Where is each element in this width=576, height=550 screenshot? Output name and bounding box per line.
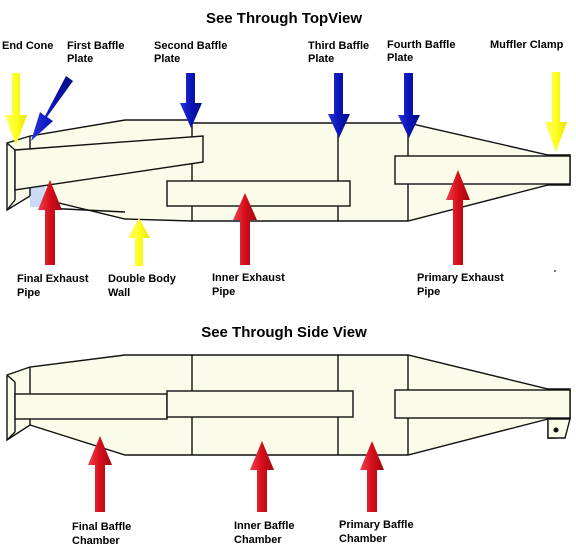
label-primary-chamber-1: Primary Baffle — [339, 519, 414, 531]
side-view-title: See Through Side View — [201, 324, 367, 341]
label-final-chamber-1: Final Baffle — [72, 521, 131, 533]
label-final-exhaust-1: Final Exhaust — [17, 273, 89, 285]
side-inner-exhaust-pipe — [166, 390, 354, 418]
label-fourth-baffle-2: Plate — [387, 52, 413, 64]
label-final-exhaust-2: Pipe — [17, 287, 40, 299]
top-view-title: See Through TopView — [206, 10, 362, 27]
first-baffle-arrow-icon — [31, 76, 73, 141]
label-first-baffle-1: First Baffle — [67, 40, 124, 52]
label-muffler-clamp: Muffler Clamp — [490, 39, 564, 51]
label-third-baffle-2: Plate — [308, 53, 334, 65]
third-baffle-arrow-icon — [328, 73, 350, 138]
top-inner-exhaust-pipe — [166, 180, 351, 207]
label-end-cone: End Cone — [2, 40, 53, 52]
side-view-muffler-body — [6, 354, 571, 456]
label-inner-exhaust-2: Pipe — [212, 286, 235, 298]
side-primary-exhaust-pipe — [394, 389, 571, 419]
label-fourth-baffle-1: Fourth Baffle — [387, 39, 455, 51]
label-double-body-1: Double Body — [108, 273, 177, 285]
label-double-body-2: Wall — [108, 287, 130, 299]
muffler-clamp-arrow-icon — [545, 72, 567, 152]
top-view-muffler-body — [6, 119, 571, 222]
side-final-exhaust-pipe — [14, 393, 168, 420]
label-inner-chamber-2: Chamber — [234, 534, 282, 546]
label-second-baffle-1: Second Baffle — [154, 40, 227, 52]
primary-exhaust-arrow-icon — [446, 170, 470, 265]
label-final-chamber-2: Chamber — [72, 535, 120, 547]
top-primary-exhaust-pipe — [394, 155, 571, 185]
label-inner-chamber-1: Inner Baffle — [234, 520, 295, 532]
top-final-exhaust-pipe — [14, 135, 204, 191]
inner-exhaust-arrow-icon — [233, 193, 257, 265]
final-chamber-arrow-icon — [88, 436, 112, 512]
label-inner-exhaust-1: Inner Exhaust — [212, 272, 285, 284]
label-primary-chamber-2: Chamber — [339, 533, 387, 545]
second-baffle-arrow-icon — [180, 73, 202, 128]
double-body-arrow-icon — [128, 218, 150, 266]
label-third-baffle-1: Third Baffle — [308, 40, 369, 52]
end-cone-arrow-icon — [5, 73, 27, 145]
fourth-baffle-arrow-icon — [398, 73, 420, 138]
final-exhaust-arrow-icon — [38, 180, 62, 265]
primary-chamber-arrow-icon — [360, 441, 384, 512]
label-primary-exhaust-1: Primary Exhaust — [417, 272, 504, 284]
label-second-baffle-2: Plate — [154, 53, 180, 65]
label-first-baffle-2: Plate — [67, 53, 93, 65]
label-primary-exhaust-2: Pipe — [417, 286, 440, 298]
inner-chamber-arrow-icon — [250, 441, 274, 512]
